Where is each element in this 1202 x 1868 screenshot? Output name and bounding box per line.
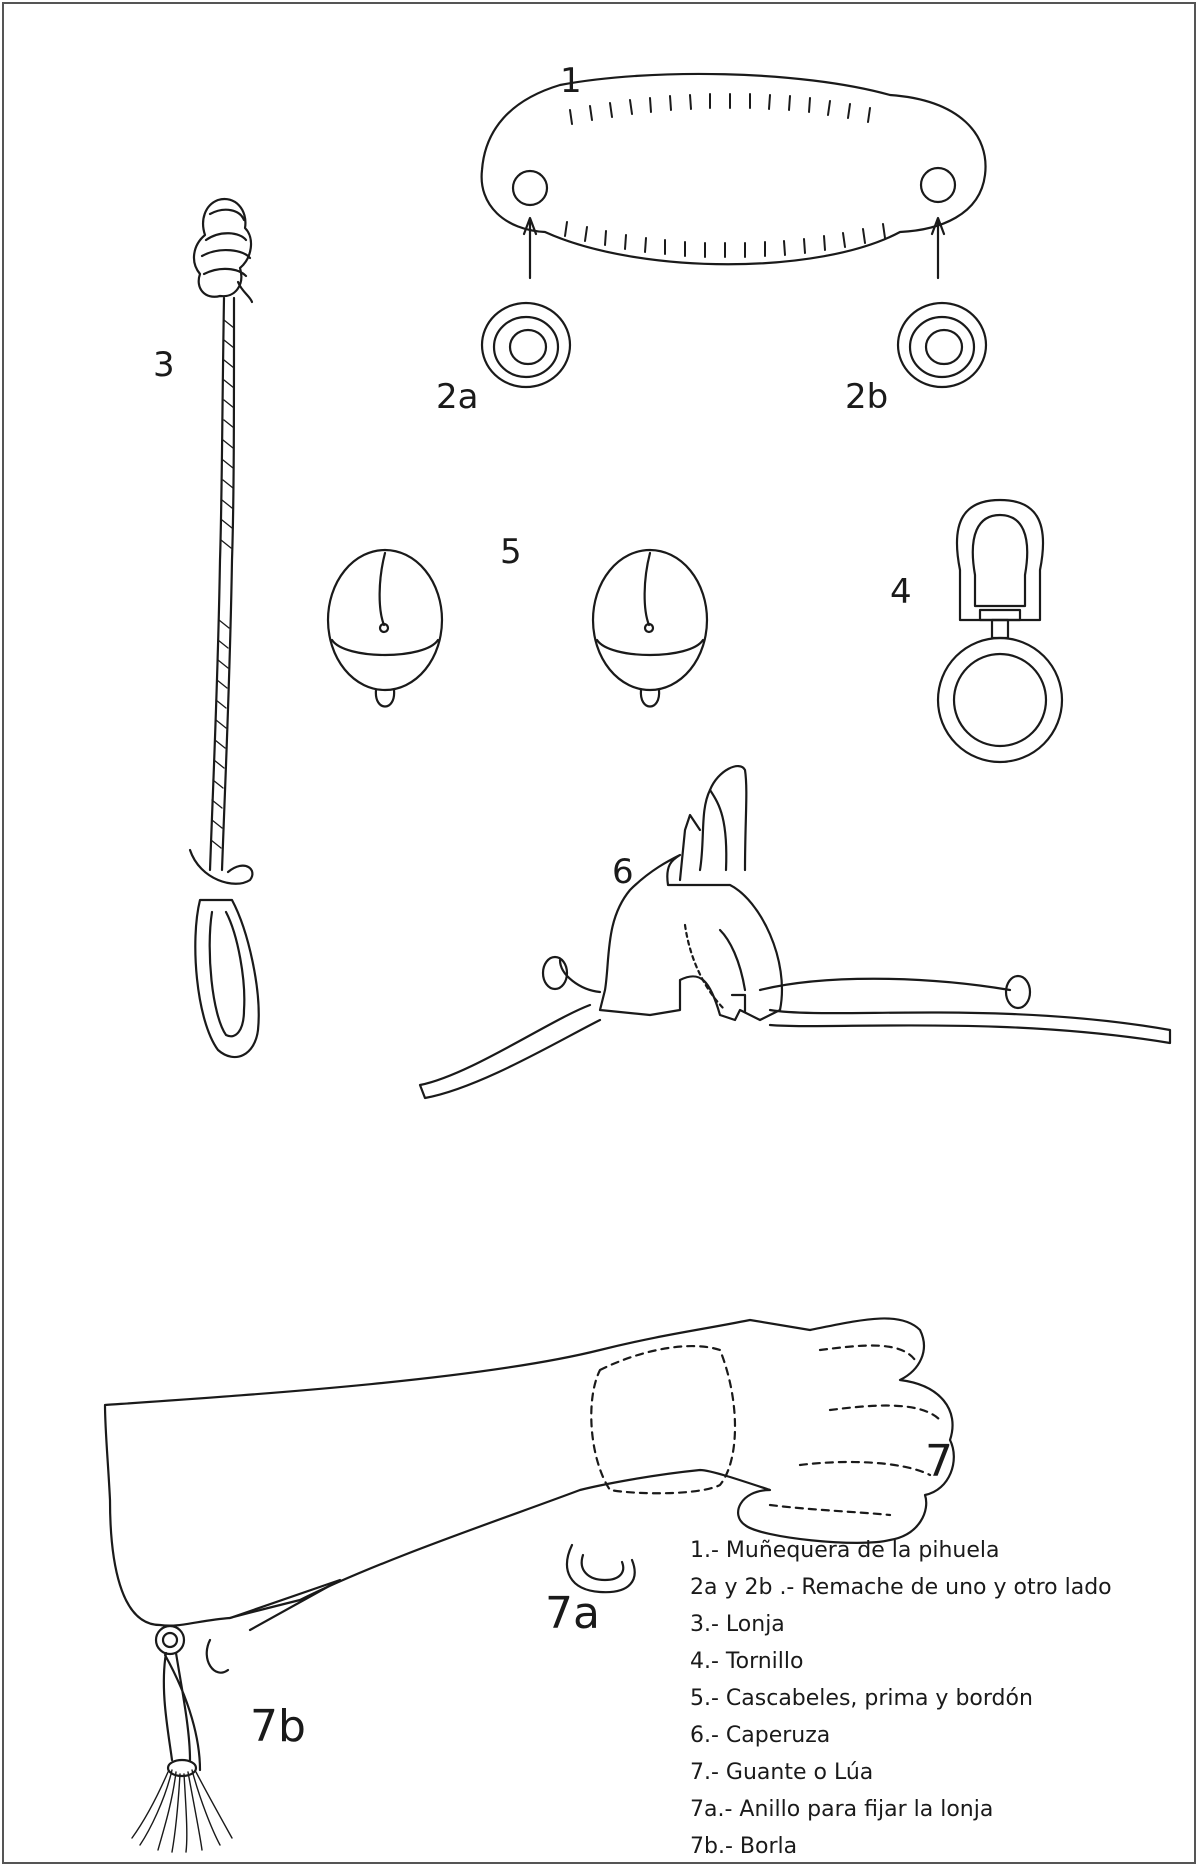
wrist-strap — [482, 74, 986, 278]
legend-item: 5.- Cascabeles, prima y bordón — [690, 1680, 1112, 1717]
label-1: 1 — [560, 64, 582, 98]
label-7b: 7b — [250, 1705, 306, 1749]
hood — [420, 766, 1170, 1098]
legend-item: 3.- Lonja — [690, 1606, 1112, 1643]
legend-item: 2a y 2b .- Remache de uno y otro lado — [690, 1569, 1112, 1606]
swivel — [938, 500, 1062, 762]
label-5: 5 — [500, 535, 522, 569]
legend-item: 6.- Caperuza — [690, 1717, 1112, 1754]
label-7a: 7a — [545, 1592, 600, 1636]
label-2b: 2b — [845, 380, 888, 414]
leash — [190, 199, 259, 1057]
rivet-2a — [482, 303, 570, 387]
bell-right — [593, 550, 707, 707]
legend-item: 7a.- Anillo para fijar la lonja — [690, 1791, 1112, 1828]
legend-item: 4.- Tornillo — [690, 1643, 1112, 1680]
bell-left — [328, 550, 442, 707]
label-4: 4 — [890, 575, 912, 609]
label-3: 3 — [153, 348, 175, 382]
label-2a: 2a — [436, 380, 478, 414]
legend-item: 7b.- Borla — [690, 1828, 1112, 1865]
rivet-2b — [898, 303, 986, 387]
label-6: 6 — [612, 855, 634, 889]
legend-item: 7.- Guante o Lúa — [690, 1754, 1112, 1791]
label-7: 7 — [925, 1440, 953, 1484]
legend-item: 1.- Muñequera de la pihuela — [690, 1532, 1112, 1569]
legend: 1.- Muñequera de la pihuela 2a y 2b .- R… — [690, 1532, 1112, 1865]
